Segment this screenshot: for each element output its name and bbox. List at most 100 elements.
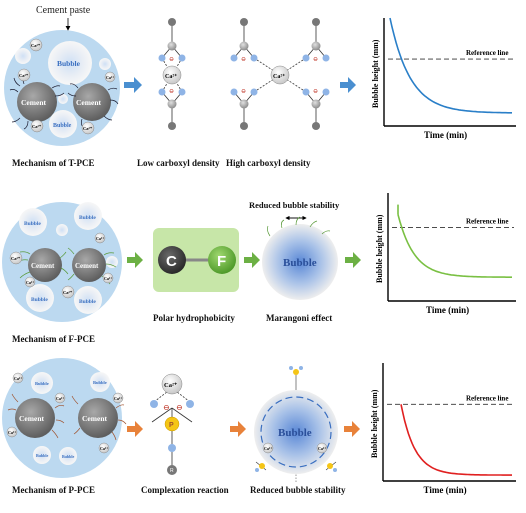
svg-text:Ca²⁺: Ca²⁺ <box>63 290 73 295</box>
svg-text:Cement: Cement <box>19 414 44 423</box>
svg-text:⊖: ⊖ <box>176 403 183 412</box>
svg-text:Ca²⁺: Ca²⁺ <box>318 446 326 451</box>
phosphate-complex: Ca²⁺ P R ⊖ ⊖ <box>150 373 194 475</box>
bubble <box>90 372 110 392</box>
ca-ions: Ca²⁺ Ca²⁺ Ca²⁺ Ca²⁺ Ca²⁺ <box>6 372 124 454</box>
svg-text:Ca²⁺: Ca²⁺ <box>83 126 93 131</box>
svg-text:⊖: ⊖ <box>313 89 318 95</box>
mechanism-label: Mechanism of T-PCE <box>12 158 95 168</box>
bubble <box>74 286 102 314</box>
bubble-height-charts: Time (min) Bubble height (mm) Reference li… <box>370 17 516 495</box>
large-bubble <box>262 224 338 300</box>
svg-text:Ca²⁺: Ca²⁺ <box>165 73 177 80</box>
surface-chains <box>266 216 331 237</box>
svg-text:Bubble: Bubble <box>24 221 41 227</box>
y-axis-label: Bubble height (mm) <box>370 389 379 458</box>
bubble <box>49 110 77 138</box>
bubble-film <box>260 396 332 468</box>
svg-text:Bubble: Bubble <box>31 297 48 303</box>
bubble <box>74 202 102 230</box>
cement-particle <box>15 398 55 438</box>
svg-text:Ca²⁺: Ca²⁺ <box>104 276 112 281</box>
flow-arrow <box>344 421 360 437</box>
x-axis-label: Time (min) <box>426 305 469 315</box>
mechanism-label: Mechanism of P-PCE <box>12 485 95 495</box>
svg-text:Ca²⁺: Ca²⁺ <box>8 430 16 435</box>
svg-text:Ca²⁺: Ca²⁺ <box>19 73 29 78</box>
svg-text:C: C <box>166 253 177 270</box>
cement-paste-label: Cement paste <box>36 5 91 16</box>
reference-line-label: Reference line <box>466 49 508 57</box>
step-label: High carboxyl density <box>226 158 311 168</box>
svg-text:F: F <box>217 253 226 270</box>
mechanism-label: Mechanism of F-PCE <box>12 334 95 344</box>
svg-text:Bubble: Bubble <box>36 453 48 458</box>
svg-text:Cement: Cement <box>82 414 107 423</box>
flow-arrow <box>127 421 143 437</box>
high-carboxyl-atoms: Ca²⁺ ⊖ ⊖ ⊖ ⊖ <box>230 18 330 130</box>
svg-text:Ca²⁺: Ca²⁺ <box>164 382 178 389</box>
low-carboxyl-atoms: Ca²⁺ ⊖ ⊖ <box>158 18 186 130</box>
ca-ions: Ca²⁺ Ca²⁺ Ca²⁺ Ca²⁺ Ca²⁺ <box>17 38 116 135</box>
bubble <box>106 256 118 268</box>
svg-text:Ca²⁺: Ca²⁺ <box>96 236 104 241</box>
row-p-pce: Bubble Bubble Bubble Bubble Cement Cemen… <box>2 358 360 495</box>
svg-text:⊖: ⊖ <box>169 57 174 63</box>
svg-text:Ca²⁺: Ca²⁺ <box>56 396 64 401</box>
svg-text:Ca²⁺: Ca²⁺ <box>273 73 285 80</box>
step-label: Complexation reaction <box>141 485 229 495</box>
flow-arrow <box>230 421 246 437</box>
large-bubble <box>254 390 338 474</box>
svg-text:⊖: ⊖ <box>169 89 174 95</box>
svg-text:Ca²⁺: Ca²⁺ <box>106 75 114 80</box>
flow-arrow <box>340 77 356 93</box>
polymer-chains <box>17 247 117 285</box>
series-line <box>400 404 512 476</box>
step-label: Marangoni effect <box>266 313 332 323</box>
svg-text:P: P <box>169 422 174 429</box>
svg-text:⊖: ⊖ <box>313 57 318 63</box>
ca-ions: Ca²⁺ Ca²⁺ <box>262 442 328 454</box>
chart-2: Time (min) Bubble height (mm) Reference li… <box>375 193 516 315</box>
chart-1: Time (min)Bubble height (mm)Reference li… <box>371 17 516 140</box>
cement-particle <box>73 83 111 121</box>
svg-text:Ca²⁺: Ca²⁺ <box>31 43 41 48</box>
x-axis-label: Time (min) <box>424 485 467 495</box>
svg-text:Cement: Cement <box>75 262 99 270</box>
adsorbed-phosphates <box>255 366 337 472</box>
step-label: Low carboxyl density <box>137 158 220 168</box>
svg-text:⊖: ⊖ <box>241 57 246 63</box>
cement-particle <box>78 398 118 438</box>
svg-text:Bubble: Bubble <box>79 299 96 305</box>
svg-text:Ca²⁺: Ca²⁺ <box>32 124 42 129</box>
svg-text:Bubble: Bubble <box>35 381 49 386</box>
x-axis-label: Time (min) <box>424 130 467 140</box>
y-axis-label: Bubble height (mm) <box>375 214 384 283</box>
fluorine-atom <box>208 246 236 274</box>
bubble <box>26 284 54 312</box>
svg-text:Ca²⁺: Ca²⁺ <box>26 280 34 285</box>
bubble <box>33 446 51 464</box>
reference-line-label: Reference line <box>466 394 508 402</box>
svg-text:Ca²⁺: Ca²⁺ <box>14 376 22 381</box>
carbon-atom <box>158 246 186 274</box>
bubble <box>59 447 77 465</box>
cement-particle <box>72 248 106 282</box>
bubble-label: Bubble <box>53 123 72 129</box>
cement-label: Cement <box>21 98 46 107</box>
svg-text:Bubble: Bubble <box>62 454 74 459</box>
ca-ions: Ca²⁺ Ca²⁺ Ca²⁺ Ca²⁺ Ca²⁺ <box>9 232 114 299</box>
bubble <box>48 41 92 85</box>
polymer-chains <box>7 393 127 441</box>
bubble-label: Bubble <box>57 59 81 68</box>
bubble <box>19 208 47 236</box>
bubble <box>15 48 31 64</box>
svg-text:Ca²⁺: Ca²⁺ <box>11 256 21 261</box>
flow-arrow <box>124 77 142 93</box>
reference-line-label: Reference line <box>466 218 508 226</box>
svg-text:Bubble: Bubble <box>278 427 312 439</box>
step-label: Polar hydrophobicity <box>153 313 235 323</box>
flow-arrow <box>244 252 260 268</box>
row-f-pce: Bubble Bubble Bubble Bubble Cement Cemen… <box>2 200 361 344</box>
